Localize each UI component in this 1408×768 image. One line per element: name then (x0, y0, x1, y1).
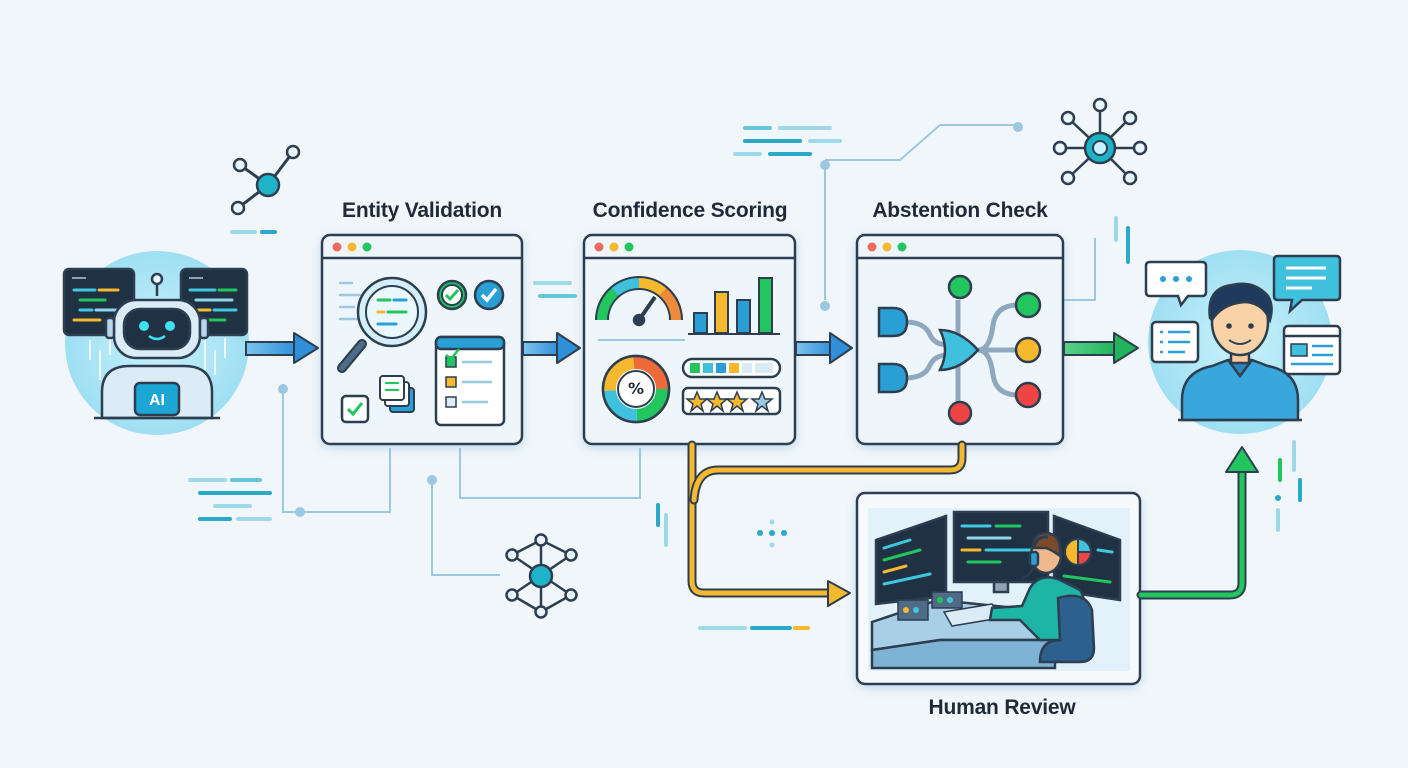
bar-chart-icon (688, 277, 780, 335)
connector-dots (278, 122, 1023, 517)
star-rating-icon (681, 386, 782, 416)
stage-title-abstention-check: Abstention Check (872, 199, 1048, 222)
motion-dashes (188, 126, 1302, 630)
document-panel-icon (1150, 320, 1200, 364)
arrow-icon (522, 332, 581, 364)
chat-bubble-icon (1144, 260, 1208, 308)
checkmark-icon (436, 279, 468, 311)
document-panel-icon (1282, 324, 1342, 376)
ai-agent (62, 251, 249, 435)
operator-workstation-icon (868, 508, 1130, 671)
robot-icon (94, 272, 220, 420)
arrow-icon (827, 580, 851, 607)
arrow-icon (1063, 332, 1139, 364)
sparkle-dots (757, 495, 1281, 548)
chat-bubble-icon (1272, 254, 1342, 315)
end-user (1144, 250, 1342, 434)
review-path-arrow (687, 440, 967, 598)
progress-bar-icon (681, 357, 782, 379)
decision-node-icon (947, 274, 1042, 426)
arrow-icon (795, 332, 853, 364)
arrow-icon (245, 332, 319, 364)
background-connectors (282, 124, 1096, 576)
checkmark-icon (340, 394, 370, 424)
entity-validation-content (337, 276, 506, 427)
checkmark-icon (473, 279, 505, 311)
control-panel (897, 591, 1002, 627)
network-node-icon (505, 533, 578, 619)
stage-title-confidence-scoring: Confidence Scoring (592, 199, 788, 222)
card-stack-icon (379, 375, 415, 413)
stage-title-human-review: Human Review (928, 696, 1076, 719)
logic-gate-icon (877, 274, 1042, 426)
speedometer-icon (595, 276, 683, 327)
magnifier-icon (337, 276, 428, 373)
checklist-icon (434, 335, 506, 427)
network-node-icon (1052, 97, 1148, 186)
arrow-icon (1225, 446, 1259, 473)
ai-badge: AI (149, 392, 165, 409)
user-avatar-icon (1178, 282, 1302, 422)
network-node-icon (230, 144, 301, 216)
approved-path-arrow (1136, 465, 1247, 600)
confidence-scoring-content (595, 276, 782, 424)
operator-person (988, 531, 1096, 664)
percent-symbol: % (627, 379, 645, 398)
stage-title-entity-validation: Entity Validation (342, 199, 502, 222)
percent-donut-icon (601, 354, 671, 424)
